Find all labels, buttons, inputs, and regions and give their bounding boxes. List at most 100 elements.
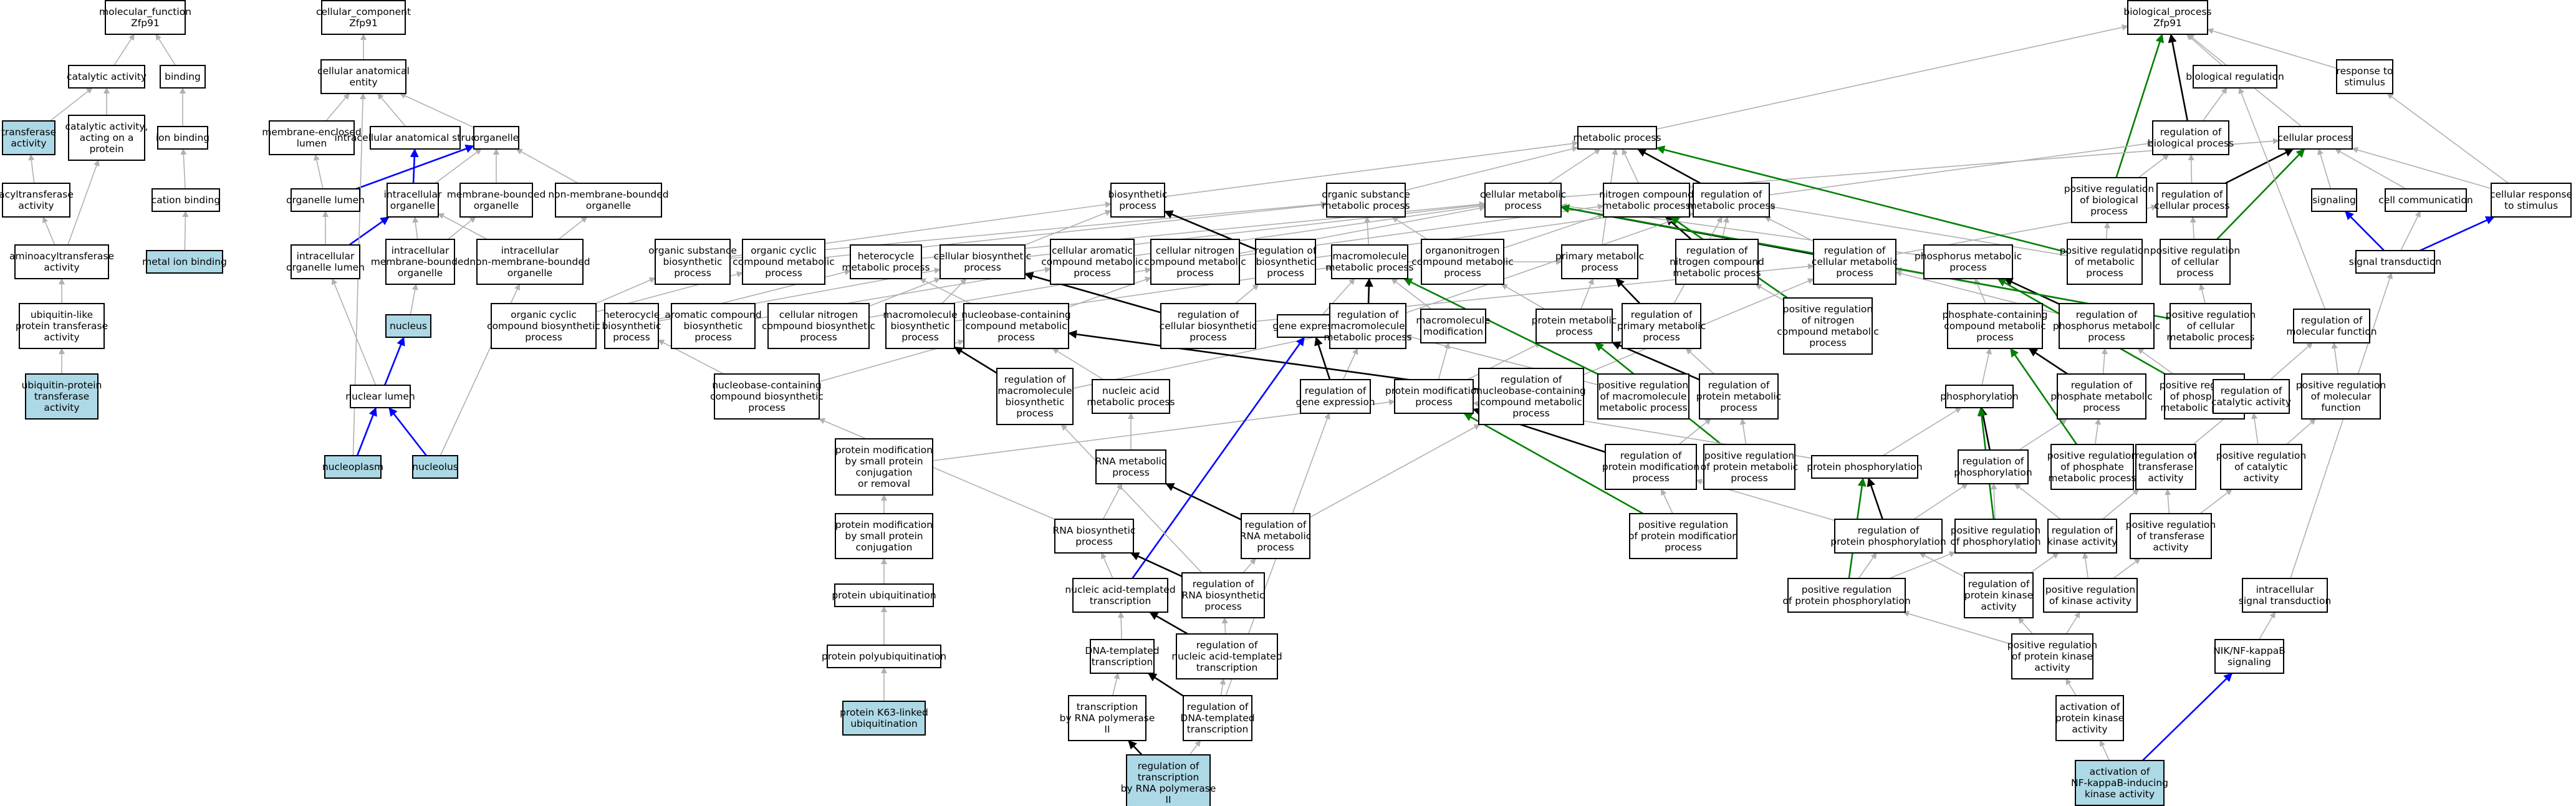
term-box <box>2156 183 2228 218</box>
term-label-line: process <box>1504 200 1542 211</box>
term-box <box>1068 695 1146 741</box>
term-label-line: cellular biosynthetic <box>934 251 1032 262</box>
term-label-line: metabolic process <box>1324 332 1411 343</box>
term-box <box>476 239 584 285</box>
edge-is-a <box>2017 617 2034 635</box>
edge-is-a <box>412 216 419 240</box>
term-box <box>963 303 1069 349</box>
term-label-line: activity <box>44 332 79 343</box>
term-label-line: regulation of <box>2071 380 2133 391</box>
term-label-line: regulation of <box>1187 701 1249 712</box>
term-box <box>1577 126 1657 150</box>
term-box <box>1054 519 1134 554</box>
edge-is-a <box>1242 558 1256 573</box>
term-label-line: protein modification <box>835 519 933 530</box>
term-box <box>2067 239 2143 285</box>
edge-is-a <box>1391 216 1428 240</box>
term-label-line: activity <box>11 138 46 149</box>
term-box <box>19 303 105 349</box>
term-box <box>1326 183 1406 218</box>
term-label-line: compound metabolic <box>733 256 835 267</box>
term-label-line: II <box>1165 794 1171 805</box>
term-label-line: process <box>1204 601 1242 612</box>
edge-part-of <box>356 407 377 456</box>
term-box <box>68 65 145 89</box>
edge-is-a <box>2101 348 2108 375</box>
term-label-line: compound biosynthetic <box>487 320 600 332</box>
term-label-line: of cellular <box>2187 320 2235 332</box>
term-label-line: ubiquitination <box>850 718 917 729</box>
term-label-line: organelle <box>507 267 552 279</box>
term-box <box>473 126 519 150</box>
term-label-line: regulation of <box>1620 450 1682 461</box>
edge-is-a <box>313 154 324 190</box>
term-label-line: positive regulation <box>1598 380 1688 391</box>
term-box <box>827 645 941 668</box>
term-label-line: compound biosynthetic <box>710 391 824 402</box>
edge-regulates <box>1130 552 1183 577</box>
edge-is-a <box>1991 483 1997 520</box>
edge-is-a <box>155 34 176 66</box>
term-box <box>842 701 926 736</box>
term-label-line: signaling <box>2228 656 2271 668</box>
edge-is-a <box>919 278 971 304</box>
term-label-line: Zfp91 <box>2153 17 2182 29</box>
edge-is-a <box>2103 222 2110 240</box>
term-box <box>2355 250 2435 274</box>
edge-is-a <box>2189 216 2196 240</box>
term-label-line: process <box>1016 408 1054 419</box>
term-label-line: non-membrane-bounded <box>469 256 590 267</box>
term-label-line: by small protein <box>845 456 923 467</box>
term-label-line: positive regulation <box>2007 640 2097 651</box>
term-box <box>1241 513 1310 559</box>
term-label-line: organic substance <box>1322 189 1410 200</box>
term-label-line: membrane-bounded <box>447 189 546 200</box>
term-label-line: protein kinase <box>2055 712 2124 724</box>
term-box <box>835 513 933 559</box>
term-box <box>2057 373 2146 420</box>
edge-is-a <box>1678 418 1711 445</box>
edge-is-a <box>1364 216 1371 246</box>
edge-positively-regulates <box>1463 412 1644 515</box>
term-label-line: biosynthetic <box>1005 396 1064 408</box>
term-label-line: protein polyubiquitination <box>822 651 946 662</box>
term-box <box>1629 513 1737 559</box>
term-label-line: compound metabolic <box>1480 396 1582 408</box>
term-label-line: regulation of <box>1968 578 2030 590</box>
term-box <box>412 455 458 479</box>
term-label-line: DNA-templated <box>1085 645 1159 656</box>
term-box <box>1072 578 1168 613</box>
term-label-line: process <box>1257 542 1294 553</box>
term-label-line: activity <box>44 262 79 273</box>
edge-is-a <box>1769 140 2153 196</box>
term-label-line: transcription <box>1077 701 1138 712</box>
edge-regulates <box>1867 477 1883 520</box>
edge-is-a <box>2188 154 2194 184</box>
term-label-line: heterocycle <box>858 251 915 262</box>
term-label-line: activation of <box>2060 701 2120 712</box>
term-label-line: process <box>1632 473 1670 484</box>
edge-is-a <box>2014 483 2061 520</box>
edge-is-a <box>2352 146 2492 190</box>
term-label-line: modification <box>1423 326 1483 337</box>
edge-is-a <box>1221 617 1228 635</box>
edge-is-a <box>1391 278 1432 310</box>
term-box <box>1813 239 1896 285</box>
term-label-line: process <box>1976 332 2014 343</box>
term-box <box>1329 303 1406 349</box>
term-metal-ion-binding: metal ion binding <box>142 250 227 274</box>
term-label-line: metabolic process <box>1602 200 1690 211</box>
